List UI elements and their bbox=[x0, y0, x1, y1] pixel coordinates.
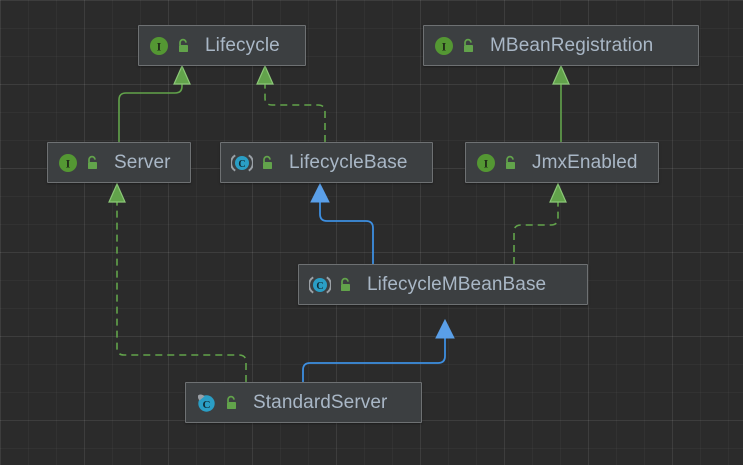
node-label: LifecycleMBeanBase bbox=[367, 274, 547, 295]
node-label: Server bbox=[114, 152, 171, 173]
node-icons: I bbox=[149, 36, 191, 56]
abstract-class-icon: C bbox=[308, 275, 332, 295]
svg-text:C: C bbox=[316, 281, 323, 292]
node-icons: C bbox=[308, 275, 353, 295]
unlocked-padlock-icon bbox=[175, 38, 191, 54]
svg-text:C: C bbox=[203, 398, 211, 410]
node-label: LifecycleBase bbox=[289, 152, 408, 173]
node-lifecycle[interactable]: I Lifecycle bbox=[138, 25, 306, 66]
unlocked-padlock-icon bbox=[502, 155, 518, 171]
interface-icon: I bbox=[58, 153, 78, 173]
edge-lifecyclembeanbase-to-lifecyclebase bbox=[310, 182, 374, 264]
abstract-class-icon: C bbox=[230, 153, 254, 173]
svg-text:C: C bbox=[238, 159, 245, 170]
unlocked-padlock-icon bbox=[223, 395, 239, 411]
node-icons: I bbox=[58, 153, 100, 173]
class-icon: C bbox=[196, 393, 217, 413]
interface-icon: I bbox=[149, 36, 169, 56]
edge-lifecyclebase-to-lifecycle bbox=[256, 64, 326, 142]
node-jmxenabled[interactable]: I JmxEnabled bbox=[465, 142, 659, 183]
node-icons: C bbox=[196, 393, 239, 413]
unlocked-padlock-icon bbox=[337, 277, 353, 293]
svg-text:I: I bbox=[157, 39, 162, 53]
edge-standardserver-to-server bbox=[108, 182, 247, 382]
node-icons: C bbox=[230, 153, 275, 173]
unlocked-padlock-icon bbox=[259, 155, 275, 171]
edge-lifecyclembeanbase-to-jmxenabled bbox=[513, 182, 567, 264]
interface-icon: I bbox=[434, 36, 454, 56]
svg-text:I: I bbox=[484, 156, 489, 170]
node-label: MBeanRegistration bbox=[490, 35, 654, 56]
interface-icon: I bbox=[476, 153, 496, 173]
node-mbeanregistration[interactable]: I MBeanRegistration bbox=[423, 25, 699, 66]
node-label: JmxEnabled bbox=[532, 152, 638, 173]
node-lifecyclembeanbase[interactable]: C LifecycleMBeanBase bbox=[298, 264, 588, 305]
svg-text:I: I bbox=[442, 39, 447, 53]
svg-text:I: I bbox=[66, 156, 71, 170]
edge-jmxenabled-to-mbeanregistration bbox=[552, 64, 570, 142]
node-icons: I bbox=[434, 36, 476, 56]
node-icons: I bbox=[476, 153, 518, 173]
node-lifecyclebase[interactable]: C LifecycleBase bbox=[220, 142, 433, 183]
edge-server-to-lifecycle bbox=[118, 64, 191, 142]
edge-standardserver-to-lifecyclembeanbase bbox=[302, 318, 455, 382]
unlocked-padlock-icon bbox=[84, 155, 100, 171]
node-standardserver[interactable]: C StandardServer bbox=[185, 382, 422, 423]
node-server[interactable]: I Server bbox=[47, 142, 191, 183]
node-label: StandardServer bbox=[253, 392, 388, 413]
node-label: Lifecycle bbox=[205, 35, 280, 56]
unlocked-padlock-icon bbox=[460, 38, 476, 54]
